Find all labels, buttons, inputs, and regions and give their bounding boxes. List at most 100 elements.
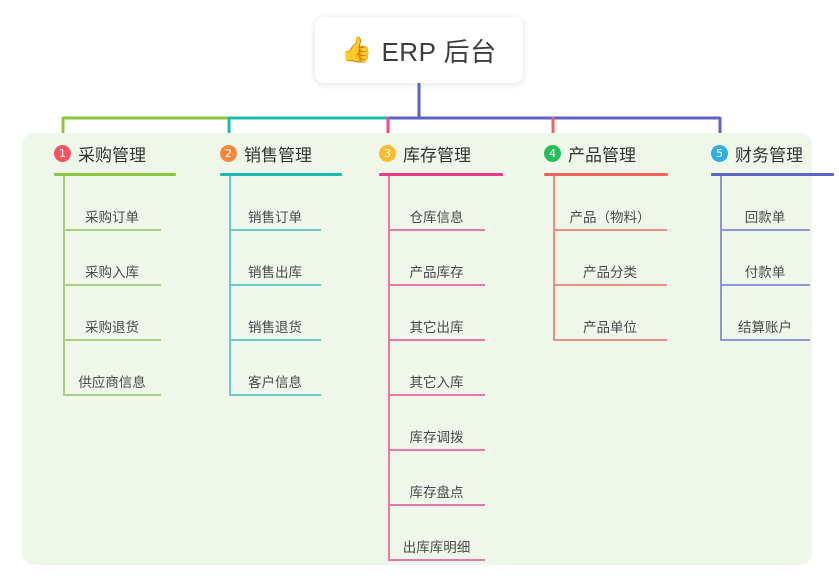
list-item[interactable]: 销售退货 <box>229 286 321 341</box>
list-item-label: 库存盘点 <box>409 485 464 500</box>
column-title: 产品管理 <box>568 145 636 165</box>
list-item-label: 其它入库 <box>409 375 464 390</box>
list-item-underline <box>229 394 321 396</box>
list-item[interactable]: 产品分类 <box>553 231 667 286</box>
root-node-title: ERP 后台 <box>381 36 497 67</box>
column-header-5[interactable]: 5 财务管理 <box>695 133 839 173</box>
list-item-underline <box>553 284 667 286</box>
column-item-list: 回款单付款单结算账户 <box>720 176 839 341</box>
list-item-label: 销售退货 <box>248 320 302 335</box>
column-1: 1 采购管理采购订单采购入库采购退货供应商信息 <box>38 133 188 396</box>
column-container: 1 采购管理采购订单采购入库采购退货供应商信息 2 销售管理销售订单销售出库销售退货客… <box>22 133 834 565</box>
list-item-label: 其它出库 <box>409 320 464 335</box>
list-item-underline <box>720 339 810 341</box>
list-item[interactable]: 采购退货 <box>63 286 161 341</box>
column-spine-line <box>720 176 722 341</box>
column-5: 5 财务管理回款单付款单结算账户 <box>695 133 839 341</box>
diagram-panel <box>22 133 812 565</box>
list-item[interactable]: 采购入库 <box>63 231 161 286</box>
list-item-underline <box>720 229 810 231</box>
list-item-label: 产品（物料） <box>569 210 651 225</box>
list-item-underline <box>63 229 161 231</box>
list-item-label: 客户信息 <box>248 375 302 390</box>
column-header-4[interactable]: 4 产品管理 <box>528 133 688 173</box>
column-underline <box>711 173 834 176</box>
list-item-label: 销售出库 <box>248 265 302 280</box>
list-item-underline <box>63 339 161 341</box>
column-number-badge: 2 <box>220 144 237 162</box>
list-item[interactable]: 供应商信息 <box>63 341 161 396</box>
list-item-underline <box>388 394 485 396</box>
list-item-underline <box>388 504 485 506</box>
list-item-label: 仓库信息 <box>409 210 464 225</box>
list-item[interactable]: 库存调拨 <box>388 396 485 451</box>
list-item-underline <box>229 229 321 231</box>
list-item[interactable]: 产品单位 <box>553 286 667 341</box>
column-underline <box>220 173 342 176</box>
list-item-label: 结算账户 <box>738 320 792 335</box>
column-header-1[interactable]: 1 采购管理 <box>38 133 188 173</box>
list-item-underline <box>229 284 321 286</box>
column-spine-line <box>388 176 390 561</box>
list-item[interactable]: 仓库信息 <box>388 176 485 231</box>
list-item[interactable]: 出库库明细 <box>388 506 485 561</box>
list-item-underline <box>720 284 810 286</box>
list-item-underline <box>388 284 485 286</box>
list-item-label: 库存调拨 <box>409 430 464 445</box>
column-title: 销售管理 <box>244 145 312 165</box>
list-item-underline <box>388 339 485 341</box>
column-spine-line <box>553 176 555 341</box>
list-item-underline <box>63 394 161 396</box>
list-item-label: 销售订单 <box>248 210 302 225</box>
list-item-underline <box>388 449 485 451</box>
list-item-underline <box>388 559 485 561</box>
column-title: 财务管理 <box>735 145 803 165</box>
thumbs-up-icon: 👍 <box>341 35 373 64</box>
column-underline <box>544 173 668 176</box>
column-underline <box>379 173 503 176</box>
list-item-underline <box>553 339 667 341</box>
list-item-underline <box>553 229 667 231</box>
column-number-badge: 3 <box>379 144 396 162</box>
column-spine-line <box>229 176 231 396</box>
list-item[interactable]: 销售出库 <box>229 231 321 286</box>
column-spine-line <box>63 176 65 396</box>
list-item-label: 付款单 <box>744 265 786 280</box>
list-item[interactable]: 付款单 <box>720 231 810 286</box>
root-node-card[interactable]: 👍 ERP 后台 <box>315 17 523 83</box>
column-item-list: 销售订单销售出库销售退货客户信息 <box>229 176 354 396</box>
list-item-label: 产品分类 <box>583 265 637 280</box>
column-item-list: 产品（物料） 产品分类产品单位 <box>553 176 688 341</box>
column-item-list: 采购订单采购入库采购退货供应商信息 <box>63 176 188 396</box>
list-item-label: 采购退货 <box>85 320 139 335</box>
list-item[interactable]: 其它入库 <box>388 341 485 396</box>
list-item-label: 采购入库 <box>85 265 139 280</box>
list-item-underline <box>229 339 321 341</box>
list-item[interactable]: 客户信息 <box>229 341 321 396</box>
column-2: 2 销售管理销售订单销售出库销售退货客户信息 <box>204 133 354 396</box>
column-underline <box>54 173 176 176</box>
list-item-label: 出库库明细 <box>402 540 471 555</box>
list-item-label: 供应商信息 <box>78 375 146 390</box>
column-number-badge: 4 <box>544 144 561 162</box>
list-item-label: 产品单位 <box>583 320 637 335</box>
list-item[interactable]: 库存盘点 <box>388 451 485 506</box>
list-item[interactable]: 产品（物料） <box>553 176 667 231</box>
column-title: 采购管理 <box>78 145 146 165</box>
list-item[interactable]: 回款单 <box>720 176 810 231</box>
list-item-label: 回款单 <box>744 210 786 225</box>
list-item-label: 产品库存 <box>409 265 464 280</box>
list-item-underline <box>388 229 485 231</box>
column-item-list: 仓库信息产品库存其它出库其它入库库存调拨库存盘点出库库明细 <box>388 176 513 561</box>
column-number-badge: 1 <box>54 144 71 162</box>
list-item[interactable]: 其它出库 <box>388 286 485 341</box>
list-item[interactable]: 销售订单 <box>229 176 321 231</box>
list-item[interactable]: 结算账户 <box>720 286 810 341</box>
column-4: 4 产品管理产品（物料） 产品分类产品单位 <box>528 133 688 341</box>
list-item[interactable]: 采购订单 <box>63 176 161 231</box>
column-number-badge: 5 <box>711 144 728 162</box>
column-header-2[interactable]: 2 销售管理 <box>204 133 354 173</box>
list-item[interactable]: 产品库存 <box>388 231 485 286</box>
